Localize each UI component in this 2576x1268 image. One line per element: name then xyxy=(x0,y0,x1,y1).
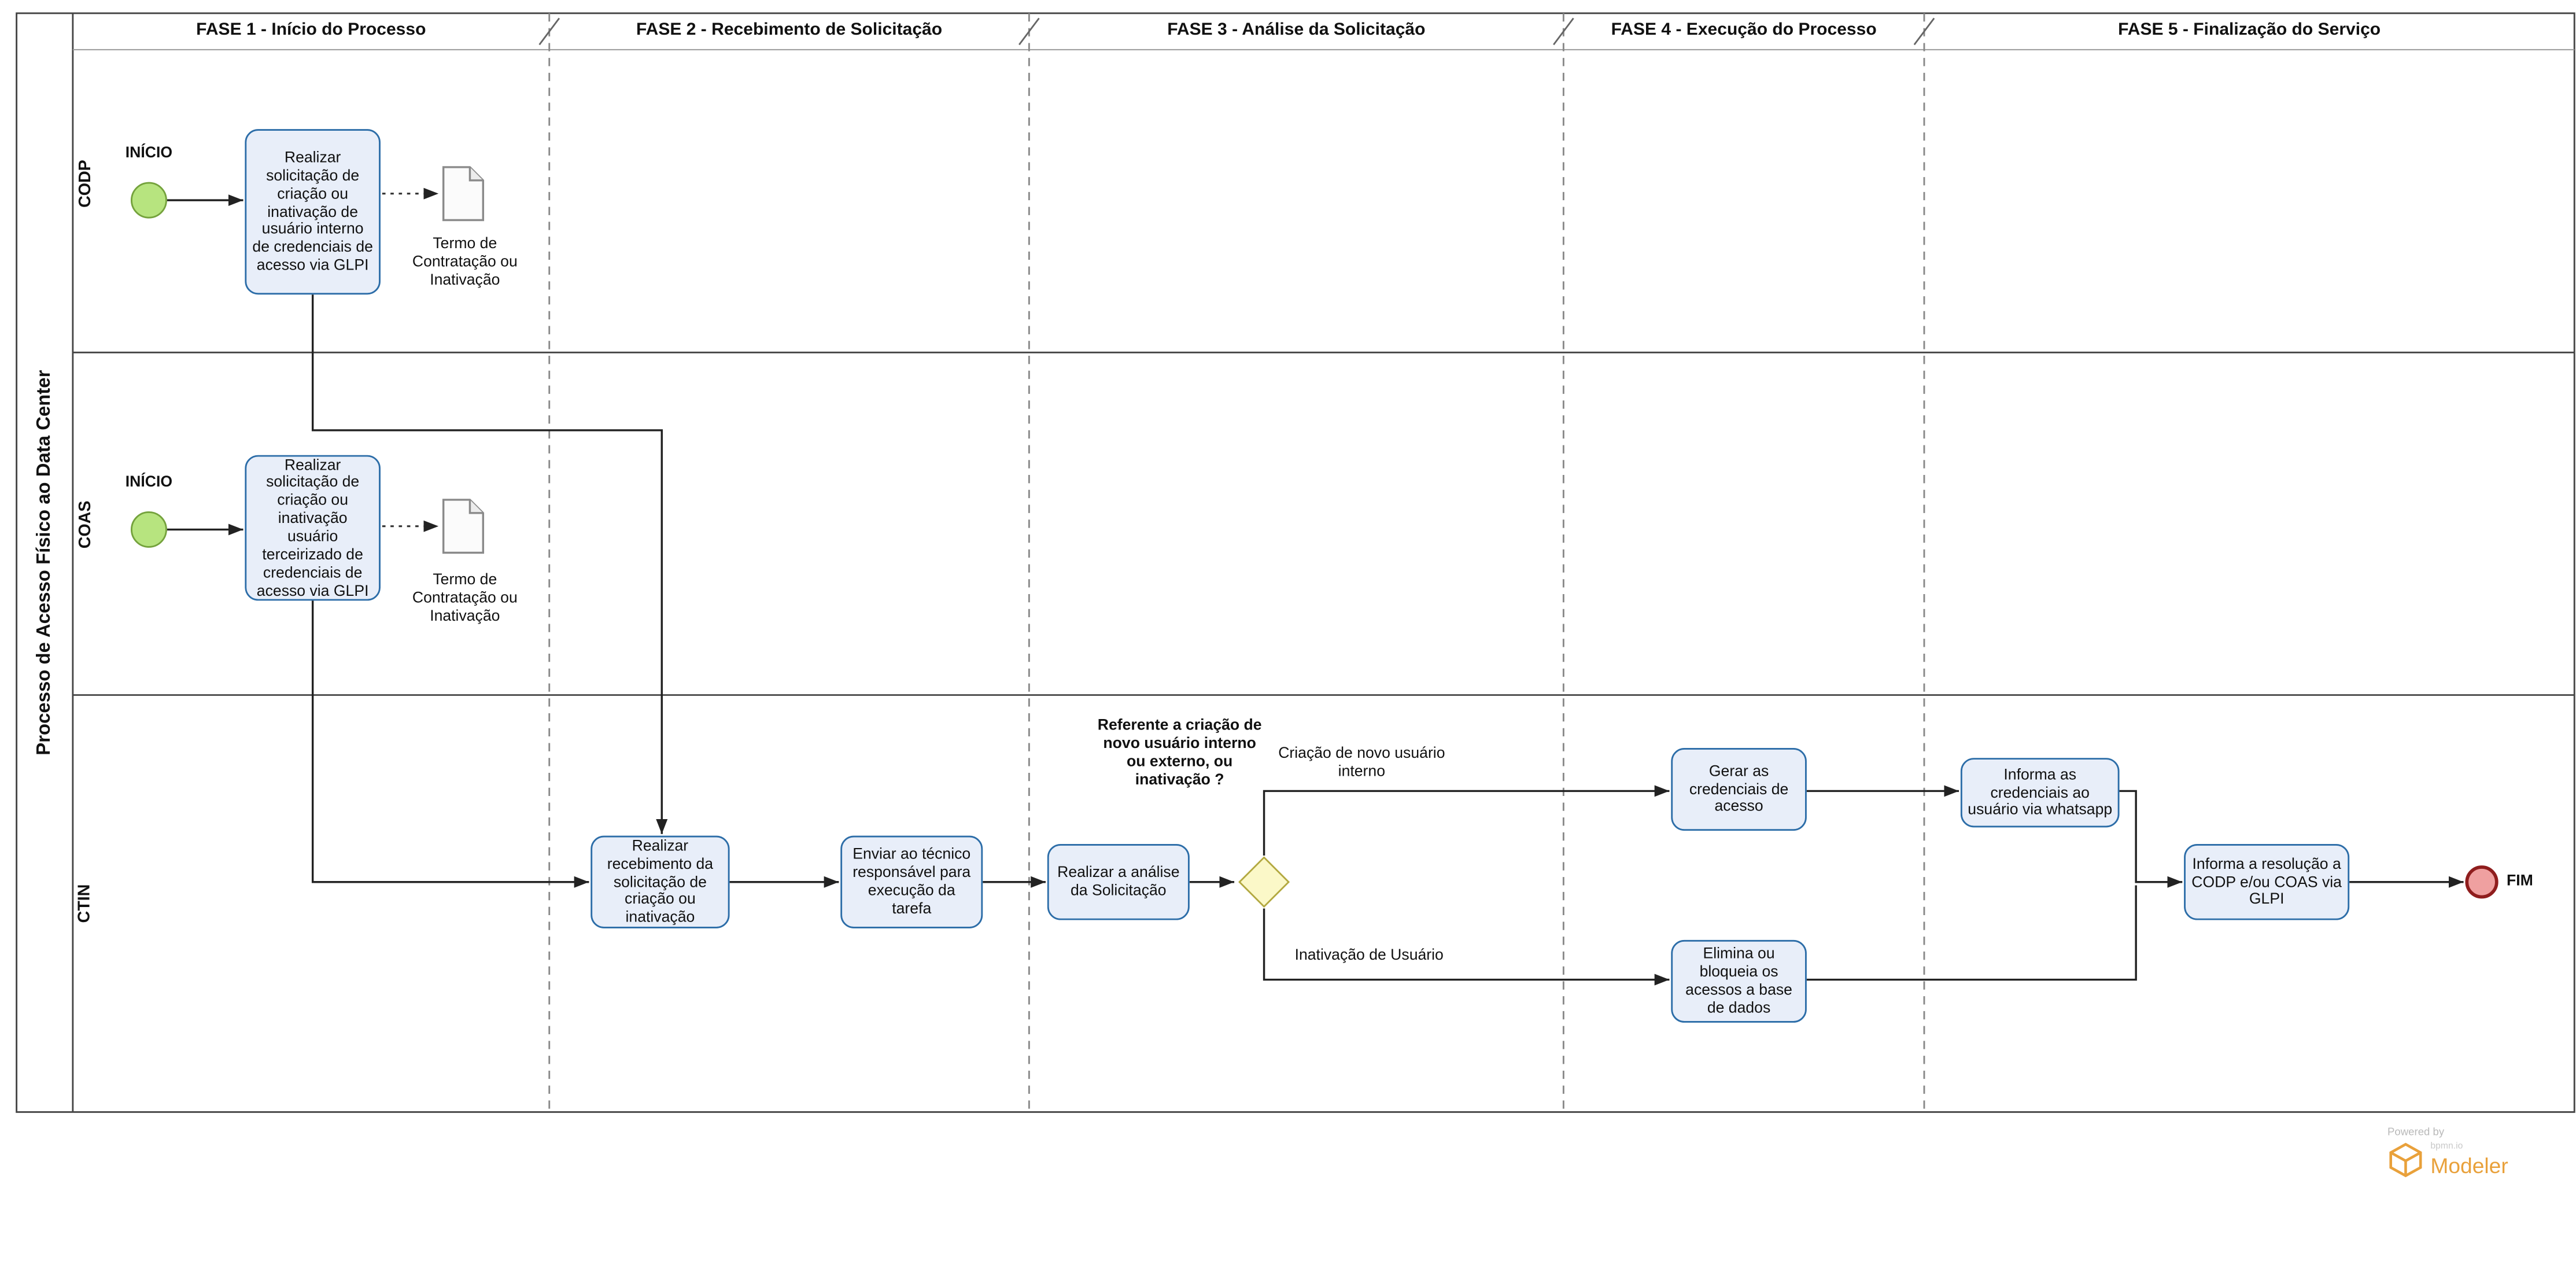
task-inform-resolution-glpi[interactable]: Informa a resolução a CODP e/ou COAS via… xyxy=(2184,843,2350,920)
modeler-label: Modeler xyxy=(2430,1153,2508,1178)
flow-label-deactivate-user: Inativação de Usuário xyxy=(1294,946,1444,963)
pool-border xyxy=(16,12,2575,1113)
start-event-coas[interactable] xyxy=(130,511,167,548)
lane-label-coas: COAS xyxy=(76,500,95,548)
task-receive-request[interactable]: Realizar recebimento da solicitação de c… xyxy=(591,835,730,928)
document-icon-codp[interactable] xyxy=(442,165,485,230)
flow-gateway-to-generate xyxy=(1263,785,1670,856)
end-event[interactable] xyxy=(2465,865,2499,899)
end-event-label: FIM xyxy=(2506,872,2533,889)
phase-title-2: FASE 2 - Recebimento de Solicitação xyxy=(636,20,943,40)
pool-title: Processo de Acesso Físico ao Data Center xyxy=(35,370,55,755)
phase-title-5: FASE 5 - Finalização do Serviço xyxy=(2118,20,2381,40)
task-coas-request[interactable]: Realizar solicitação de criação ou inati… xyxy=(245,455,381,601)
document-icon-coas[interactable] xyxy=(442,498,485,563)
start-event-codp[interactable] xyxy=(130,182,167,219)
task-generate-credentials[interactable]: Gerar as credenciais de acesso xyxy=(1671,748,1807,831)
flow-block-to-junction xyxy=(1806,885,2137,981)
coas-start-label: INÍCIO xyxy=(125,473,173,490)
separator-slash-1 xyxy=(538,17,560,46)
flow-codp-to-receive xyxy=(311,294,668,834)
task-send-to-technician[interactable]: Enviar ao técnico responsável para execu… xyxy=(840,835,983,928)
task-inform-credentials-whatsapp[interactable]: Informa as credenciais ao usuário via wh… xyxy=(1960,758,2120,828)
task-block-access[interactable]: Elimina ou bloqueia os acessos a base de… xyxy=(1671,939,1807,1023)
powered-by-label: Powered by xyxy=(2387,1127,2445,1139)
flow-coas-to-receive xyxy=(311,600,589,888)
separator-slash-2 xyxy=(1018,17,1040,46)
gateway-question-label: Referente a criação de novo usuário inte… xyxy=(1097,716,1262,789)
task-codp-request[interactable]: Realizar solicitação de criação ou inati… xyxy=(245,129,381,295)
phase-title-1: FASE 1 - Início do Processo xyxy=(196,20,426,40)
task-analyze-request[interactable]: Realizar a análise da Solicitação xyxy=(1047,843,1190,920)
bpmnio-cube-icon xyxy=(2389,1142,2422,1178)
separator-slash-3 xyxy=(1553,17,1574,46)
coas-document-label: Termo de Contratação ou Inativação xyxy=(412,570,518,625)
codp-start-label: INÍCIO xyxy=(125,143,173,161)
flow-label-create-internal-user: Criação de novo usuário interno xyxy=(1278,744,1445,780)
bpmnio-watermark[interactable]: Powered by bpmn.io Modeler xyxy=(2387,1127,2508,1178)
flow-whatsapp-to-resolution xyxy=(2119,790,2183,888)
phase-title-3: FASE 3 - Análise da Solicitação xyxy=(1167,20,1426,40)
phase-title-4: FASE 4 - Execução do Processo xyxy=(1611,20,1877,40)
bpmnio-label: bpmn.io xyxy=(2430,1142,2463,1152)
lane-label-codp: CODP xyxy=(76,158,95,207)
flow-gateway-to-block xyxy=(1263,908,1670,986)
separator-slash-4 xyxy=(1913,17,1935,46)
lane-label-ctin: CTIN xyxy=(76,884,95,923)
codp-document-label: Termo de Contratação ou Inativação xyxy=(412,235,518,289)
